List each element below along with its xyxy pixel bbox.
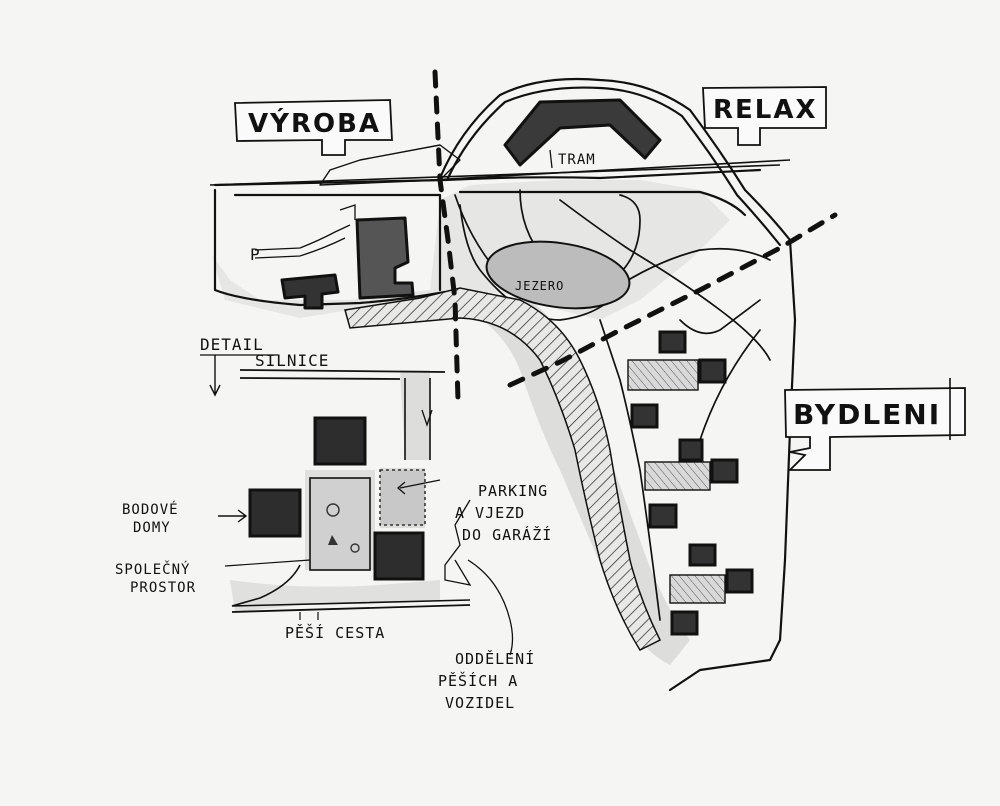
label-bydleni: BYDLENI [784, 378, 966, 471]
small-path-drawing [254, 204, 356, 259]
detail-title: DETAIL [200, 335, 264, 354]
zone-vyroba: VÝROBA [248, 107, 381, 139]
label-vyroba: VÝROBA [234, 99, 393, 156]
housing-buildings [630, 330, 754, 636]
spolecny-label-2: PROSTOR [130, 580, 196, 596]
label-relax: RELAX [702, 86, 827, 146]
bodove-label-1: BODOVÉ [122, 501, 179, 518]
parking-label-3: DO GARÁŽÍ [462, 525, 552, 544]
lake [485, 240, 631, 310]
jezero-label: JEZERO [515, 279, 564, 293]
detail-inset: DETAIL SILNICE [200, 335, 514, 656]
relax-building [503, 98, 662, 167]
oddeleni-label-1: ODDĚLENÍ [455, 649, 535, 668]
parking-label-1: PARKING [478, 482, 548, 500]
spolecny-label-1: SPOLEČNÝ [115, 560, 190, 578]
parking-label-2: A VJEZD [455, 504, 525, 522]
pesi-cesta-label: PĚŠÍ CESTA [285, 623, 385, 642]
housing-gardens [627, 359, 726, 604]
bodove-label-2: DOMY [133, 520, 171, 536]
tram-line [209, 159, 791, 186]
tram-label: TRAM [558, 152, 596, 168]
site-boundary [213, 77, 797, 692]
oddeleni-label-2: PĚŠÍCH A [438, 671, 518, 690]
production-buildings [280, 216, 415, 310]
hatched-corridor [344, 287, 662, 651]
zone-relax: RELAX [713, 95, 818, 125]
zone-bydleni: BYDLENI [793, 398, 941, 431]
zone-dividers [432, 69, 838, 403]
road-label: SILNICE [255, 351, 329, 370]
oddeleni-label-3: VOZIDEL [445, 694, 515, 712]
parking-icon-label: P [250, 245, 261, 264]
